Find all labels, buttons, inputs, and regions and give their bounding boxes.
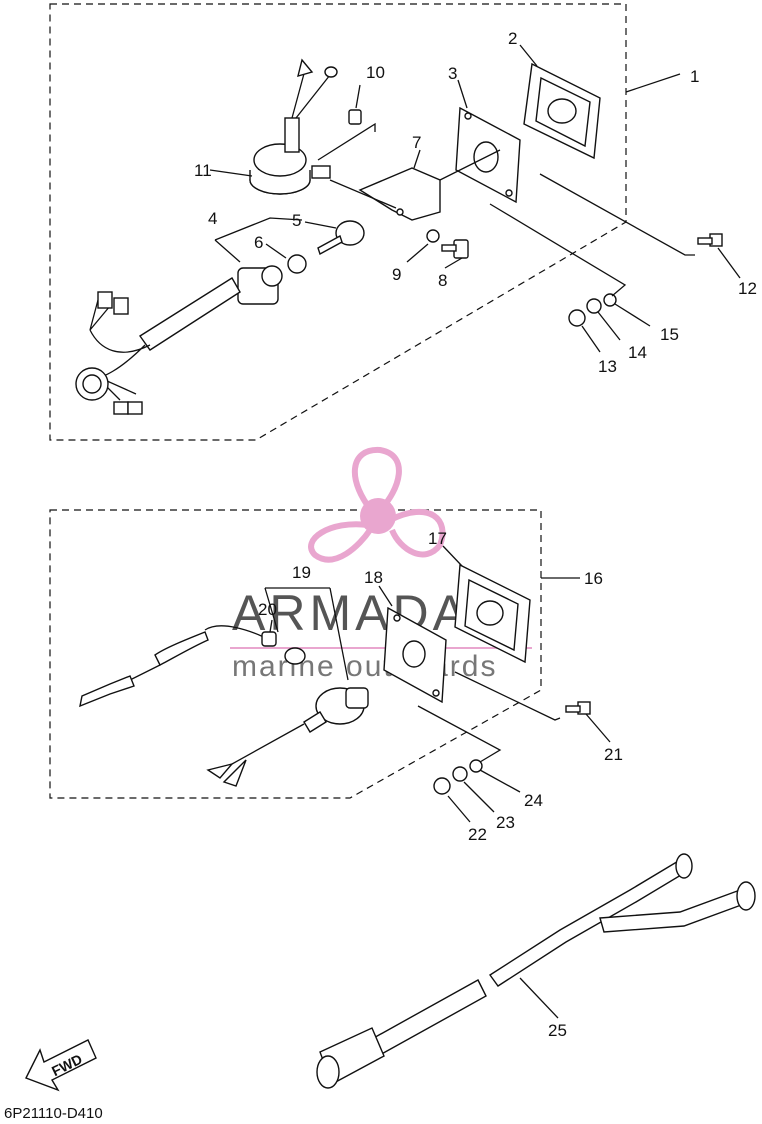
callout-8: 8 [438, 271, 447, 290]
callout-19: 19 [292, 563, 311, 582]
part-13-nut [568, 309, 586, 327]
callout-6: 6 [254, 233, 263, 252]
callout-5: 5 [292, 211, 301, 230]
part-11-buzzer [249, 58, 338, 195]
part-17-gasket [454, 563, 531, 664]
callout-16: 16 [584, 569, 603, 588]
part-23-washer [452, 766, 468, 782]
part-22-nut [433, 777, 451, 795]
callout-9: 9 [392, 265, 401, 284]
callout-10: 10 [366, 63, 385, 82]
part-21-screw [565, 701, 591, 715]
part-14-washer [586, 298, 602, 314]
propeller-hub-icon [360, 498, 396, 534]
callout-24: 24 [524, 791, 543, 810]
diagram-code: 6P21110-D410 [4, 1105, 103, 1122]
callout-2: 2 [508, 29, 517, 48]
part-9-washer [426, 229, 440, 243]
callout-21: 21 [604, 745, 623, 764]
callout-17: 17 [428, 529, 447, 548]
part-5-key [317, 220, 365, 256]
callout-15: 15 [660, 325, 679, 344]
callout-22: 22 [468, 825, 487, 844]
part-19-stop-switch [206, 687, 369, 787]
callout-3: 3 [448, 64, 457, 83]
part-3-plate [455, 106, 521, 204]
part-18-plate [383, 606, 447, 704]
callout-25: 25 [548, 1021, 567, 1040]
watermark-tagline: marine outboards [232, 650, 497, 683]
fwd-label: FWD [49, 1051, 85, 1079]
callout-14: 14 [628, 343, 647, 362]
callout-23: 23 [496, 813, 515, 832]
part-8-bolt [441, 239, 469, 259]
callout-7: 7 [412, 133, 421, 152]
watermark-logo: ARMADA marine outboards [230, 446, 532, 683]
callout-13: 13 [598, 357, 617, 376]
group-16-boundary [49, 509, 542, 799]
callout-4: 4 [208, 209, 217, 228]
callout-18: 18 [364, 568, 383, 587]
propeller-icon [308, 446, 446, 563]
part-7-bracket [358, 167, 441, 221]
part-12-screw [697, 233, 723, 247]
fwd-arrow-icon: FWD [25, 1039, 97, 1092]
part-25-harness [316, 853, 756, 1089]
callout-11: 11 [194, 161, 212, 180]
part-15-washer [603, 293, 617, 307]
part-20-lanyard [79, 625, 306, 708]
part-24-washer [469, 759, 483, 773]
callout-12: 12 [738, 279, 757, 298]
callout-20: 20 [258, 600, 277, 619]
part-6-ring [287, 254, 307, 274]
callout-1: 1 [690, 67, 699, 86]
group-1-boundary [49, 3, 627, 441]
part-2-gasket [523, 62, 601, 160]
part-4-main-switch [75, 265, 283, 415]
part-10-nut [348, 109, 362, 125]
